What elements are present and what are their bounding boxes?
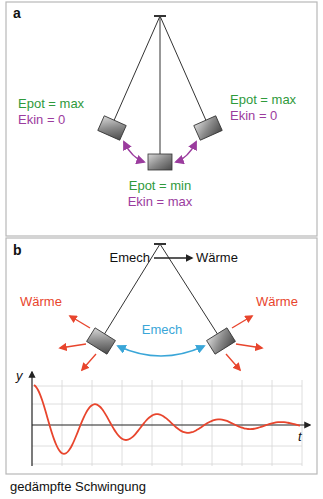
pendulum-bob <box>148 154 172 170</box>
graph-grid <box>32 380 302 466</box>
energy-label: Epot = max <box>18 96 84 112</box>
energy-label: Ekin = 0 <box>18 112 65 128</box>
swing-arrow <box>124 142 144 162</box>
conversion-arrow <box>154 257 192 258</box>
pivot <box>154 243 166 245</box>
axis-label: y <box>16 368 23 384</box>
energy-label: Epot = min <box>129 178 192 194</box>
axis-label: t <box>298 429 302 445</box>
energy-label: Emech <box>110 250 150 266</box>
caption-text: gedämpfte Schwingung <box>10 479 146 495</box>
swing-arrow <box>176 142 196 162</box>
pendulum-bob <box>98 116 126 140</box>
grid-line <box>32 386 302 387</box>
pendulum-bob <box>207 328 236 354</box>
grid-line <box>302 380 303 466</box>
energy-label: Epot = max <box>230 92 296 108</box>
pendulum-bob <box>87 328 116 354</box>
panel-frame <box>6 238 317 474</box>
energy-label: Wärme <box>196 250 238 266</box>
pendulum-string <box>160 16 161 160</box>
panel-letter: b <box>13 242 22 258</box>
y-axis <box>31 372 32 466</box>
panel-frame <box>6 2 317 236</box>
energy-label: Wärme <box>20 294 62 310</box>
heat-arrow <box>232 316 252 328</box>
grid-line <box>122 380 123 466</box>
pivot <box>154 15 166 17</box>
energy-arc <box>118 346 204 356</box>
pendulum-strings <box>112 16 208 160</box>
energy-label: Ekin = 0 <box>230 108 277 124</box>
heat-arrows <box>60 316 262 370</box>
energy-label: Ekin = max <box>128 194 193 210</box>
energy-label: Emech <box>142 322 182 338</box>
damped-oscillation-curve <box>34 385 300 454</box>
grid-line <box>212 380 213 466</box>
heat-arrow <box>236 344 262 348</box>
pendulum-bob <box>194 116 222 140</box>
heat-arrow <box>226 354 240 370</box>
grid-line <box>182 380 183 466</box>
grid-line <box>32 404 302 405</box>
pendulum-string <box>112 16 160 125</box>
energy-label: Wärme <box>256 294 298 310</box>
panel-letter: a <box>13 5 21 21</box>
heat-arrow <box>60 344 86 348</box>
grid-line <box>32 464 302 465</box>
heat-arrow <box>82 354 96 370</box>
grid-line <box>92 380 93 466</box>
heat-arrow <box>70 316 90 328</box>
pendulum-string <box>160 16 208 125</box>
grid-line <box>152 380 153 466</box>
grid-line <box>242 380 243 466</box>
